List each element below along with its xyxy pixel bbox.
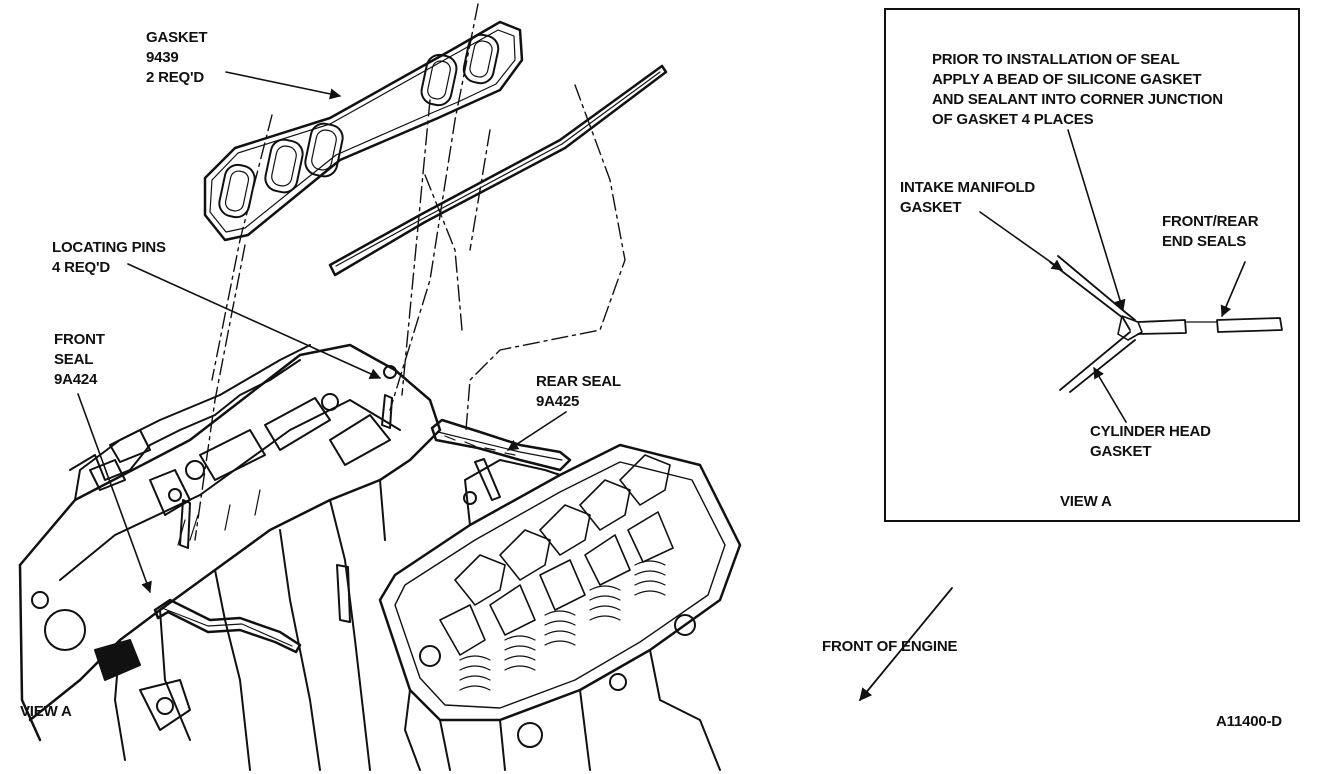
- locating-pins-label: LOCATING PINS 4 REQ'D: [52, 238, 166, 278]
- locating-pins-name: LOCATING PINS: [52, 239, 166, 256]
- gasket-part-number: 9439: [146, 49, 179, 66]
- note-line-1: PRIOR TO INSTALLATION OF SEAL: [932, 51, 1180, 68]
- view-a-detail: [979, 129, 1283, 423]
- end-seals-label: FRONT/REAR END SEALS: [1162, 212, 1259, 252]
- rear-seal-part-number: 9A425: [536, 393, 580, 410]
- figure-id: A11400-D: [1216, 713, 1282, 730]
- cylinder-head-gasket-label: CYLINDER HEAD GASKET: [1090, 422, 1211, 462]
- intake-manifold-line-2: GASKET: [900, 199, 962, 216]
- cylinder-head-line-1: CYLINDER HEAD: [1090, 423, 1211, 440]
- view-a-frame: [884, 8, 1300, 522]
- gasket-quantity: 2 REQ'D: [146, 69, 205, 86]
- leader-arrows: [77, 71, 567, 594]
- note-line-2: APPLY A BEAD OF SILICONE GASKET: [932, 71, 1202, 88]
- locating-center-lines: [194, 3, 626, 541]
- front-seal-part-number: 9A424: [54, 371, 98, 388]
- gasket-name: GASKET: [146, 29, 208, 46]
- end-seals-line-2: END SEALS: [1162, 233, 1247, 250]
- intake-manifold-line-1: INTAKE MANIFOLD: [900, 179, 1036, 196]
- end-seals-line-1: FRONT/REAR: [1162, 213, 1259, 230]
- rear-seal-part: [430, 418, 572, 472]
- front-of-engine-arrow: [859, 587, 953, 701]
- locating-pins-quantity: 4 REQ'D: [52, 259, 111, 276]
- intake-manifold-gasket-label: INTAKE MANIFOLD GASKET: [900, 178, 1035, 218]
- right-cylinder-head: [378, 443, 742, 771]
- rear-seal-name: REAR SEAL: [536, 373, 621, 390]
- cylinder-head-line-2: GASKET: [1090, 443, 1152, 460]
- front-seal-line-2: SEAL: [54, 351, 94, 368]
- note-line-4: OF GASKET 4 PLACES: [932, 111, 1094, 128]
- intake-manifold-gasket-part: [203, 20, 524, 242]
- view-a-callout: VIEW A: [20, 703, 72, 720]
- silicone-note: PRIOR TO INSTALLATION OF SEAL APPLY A BE…: [932, 50, 1223, 130]
- locating-pins: [179, 394, 501, 623]
- rear-seal-label: REAR SEAL 9A425: [536, 372, 621, 412]
- front-of-engine-label: FRONT OF ENGINE: [822, 638, 958, 655]
- front-seal-part: [153, 598, 302, 654]
- view-a-caption: VIEW A: [1060, 493, 1112, 510]
- end-seal-strip: [328, 64, 668, 277]
- note-line-3: AND SEALANT INTO CORNER JUNCTION: [932, 91, 1223, 108]
- front-seal-label: FRONT SEAL 9A424: [54, 330, 105, 390]
- gasket-label: GASKET 9439 2 REQ'D: [146, 28, 208, 88]
- front-seal-line-1: FRONT: [54, 331, 105, 348]
